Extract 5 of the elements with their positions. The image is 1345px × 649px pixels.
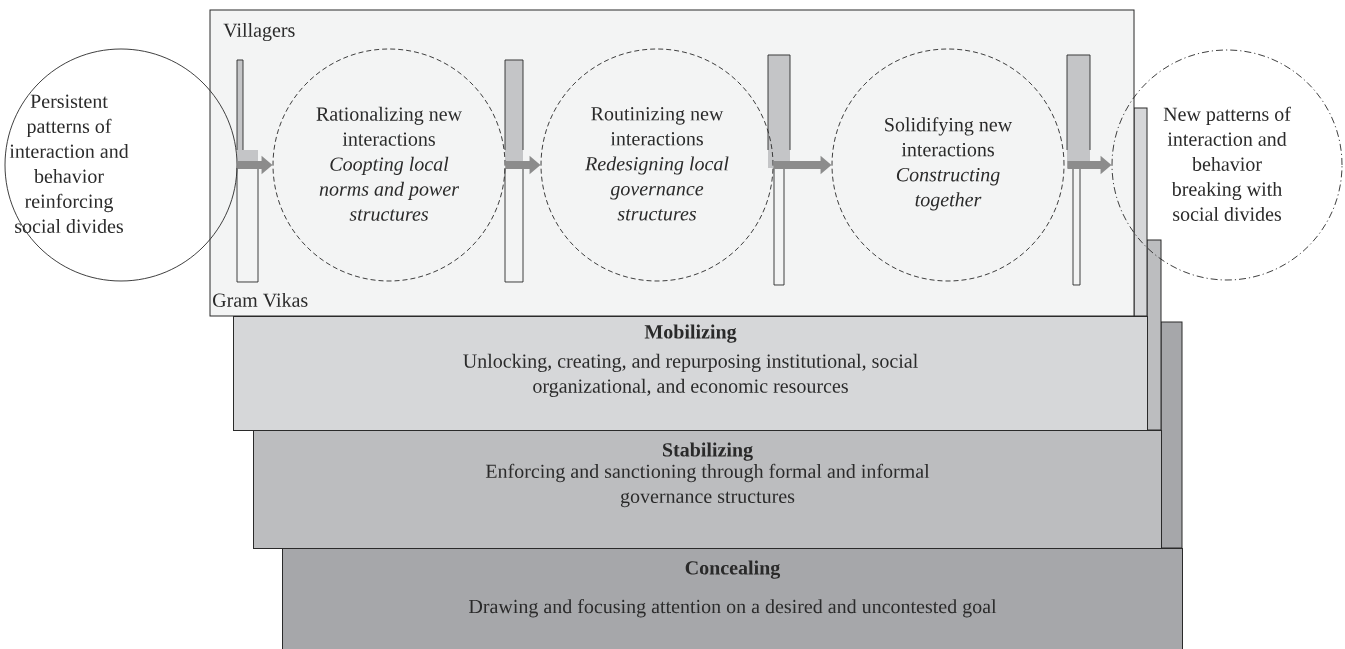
layer-box: Concealing Drawing and focusing attention on a desired and uncontested goal: [282, 548, 1183, 649]
layer-box: Stabilizing Enforcing and sanctioning through formal and informal governance structures: [253, 430, 1162, 549]
actor-label: Gram Vikas: [213, 292, 308, 308]
actor-label: Villagers: [223, 22, 295, 42]
layer-box: Mobilizing Unlocking, creating, and repurposing institutional, social organizational, and economic resources: [233, 316, 1148, 431]
